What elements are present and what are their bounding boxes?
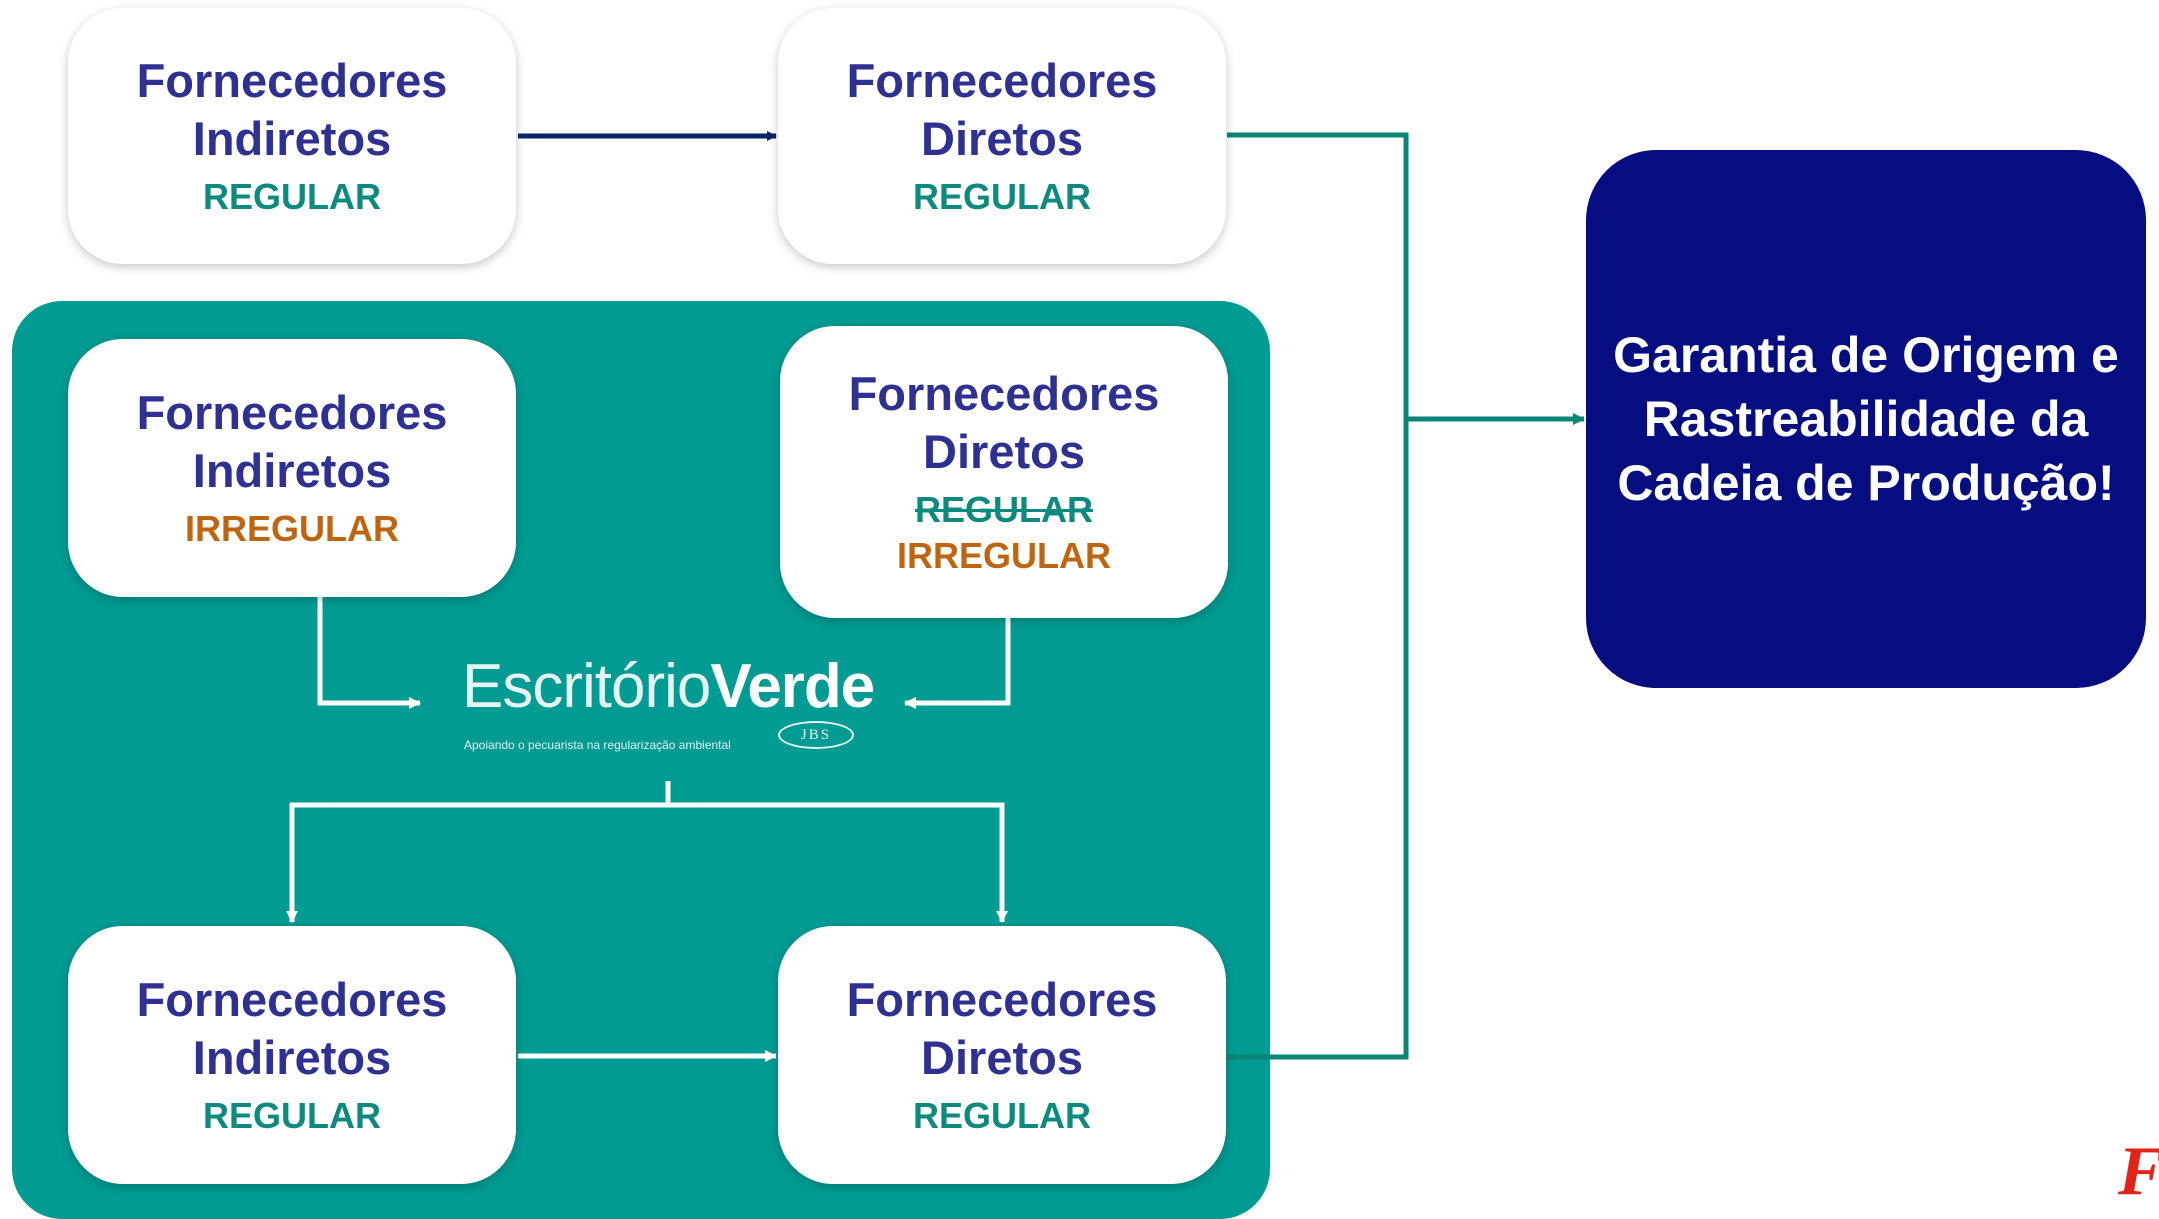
box-title-line2: Diretos xyxy=(921,112,1083,165)
arrow-direct-irregular-to-logo xyxy=(904,614,1011,709)
box-title-line2: Indiretos xyxy=(192,112,392,165)
logo-word-escritorio: Escritório xyxy=(462,652,711,721)
logo-word-verde: Verde xyxy=(710,652,875,721)
box-title-line2: Indiretos xyxy=(192,1031,392,1084)
line-top-direct-to-result xyxy=(1227,132,1409,1060)
box-title-line1: Fornecedores xyxy=(848,367,1160,420)
status-struck-regular: REGULAR xyxy=(915,489,1093,530)
box-title-line1: Fornecedores xyxy=(136,54,448,107)
box-top-direct-suppliers: Fornecedores Diretos REGULAR xyxy=(778,8,1226,264)
box-title-line2: Diretos xyxy=(923,425,1085,478)
status-regular: REGULAR xyxy=(203,1095,381,1136)
logo-tagline: Apoiando o pecuarista na regularização a… xyxy=(464,738,731,752)
jbs-badge: JBS xyxy=(778,721,854,749)
box-indirect-regular: Fornecedores Indiretos REGULAR xyxy=(68,926,516,1184)
status-regular: REGULAR xyxy=(203,176,381,217)
status-irregular: IRREGULAR xyxy=(897,535,1111,576)
box-title-line2: Indiretos xyxy=(192,444,392,497)
box-direct-irregular: Fornecedores Diretos REGULAR IRREGULAR xyxy=(780,326,1228,618)
status-regular: REGULAR xyxy=(913,1095,1091,1136)
box-title-line1: Fornecedores xyxy=(136,386,448,439)
status-irregular: IRREGULAR xyxy=(185,508,399,549)
status-regular: REGULAR xyxy=(913,176,1091,217)
box-indirect-irregular: Fornecedores Indiretos IRREGULAR xyxy=(68,339,516,597)
box-title-line1: Fornecedores xyxy=(846,973,1158,1026)
arrow-indirect-irregular-to-logo xyxy=(317,587,421,709)
escritorio-verde-logo: EscritórioVerde Apoiando o pecuarista na… xyxy=(462,648,875,758)
box-title-line1: Fornecedores xyxy=(846,54,1158,107)
brand-logo-icon: F xyxy=(2118,1132,2159,1212)
box-top-indirect-suppliers: Fornecedores Indiretos REGULAR xyxy=(68,8,516,264)
box-direct-regular: Fornecedores Diretos REGULAR xyxy=(778,926,1226,1184)
result-box: Garantia de Origem e Rastreabilidade da … xyxy=(1586,150,2146,688)
box-title-line1: Fornecedores xyxy=(136,973,448,1026)
box-title-line2: Diretos xyxy=(921,1031,1083,1084)
result-text: Garantia de Origem e Rastreabilidade da … xyxy=(1613,327,2119,511)
